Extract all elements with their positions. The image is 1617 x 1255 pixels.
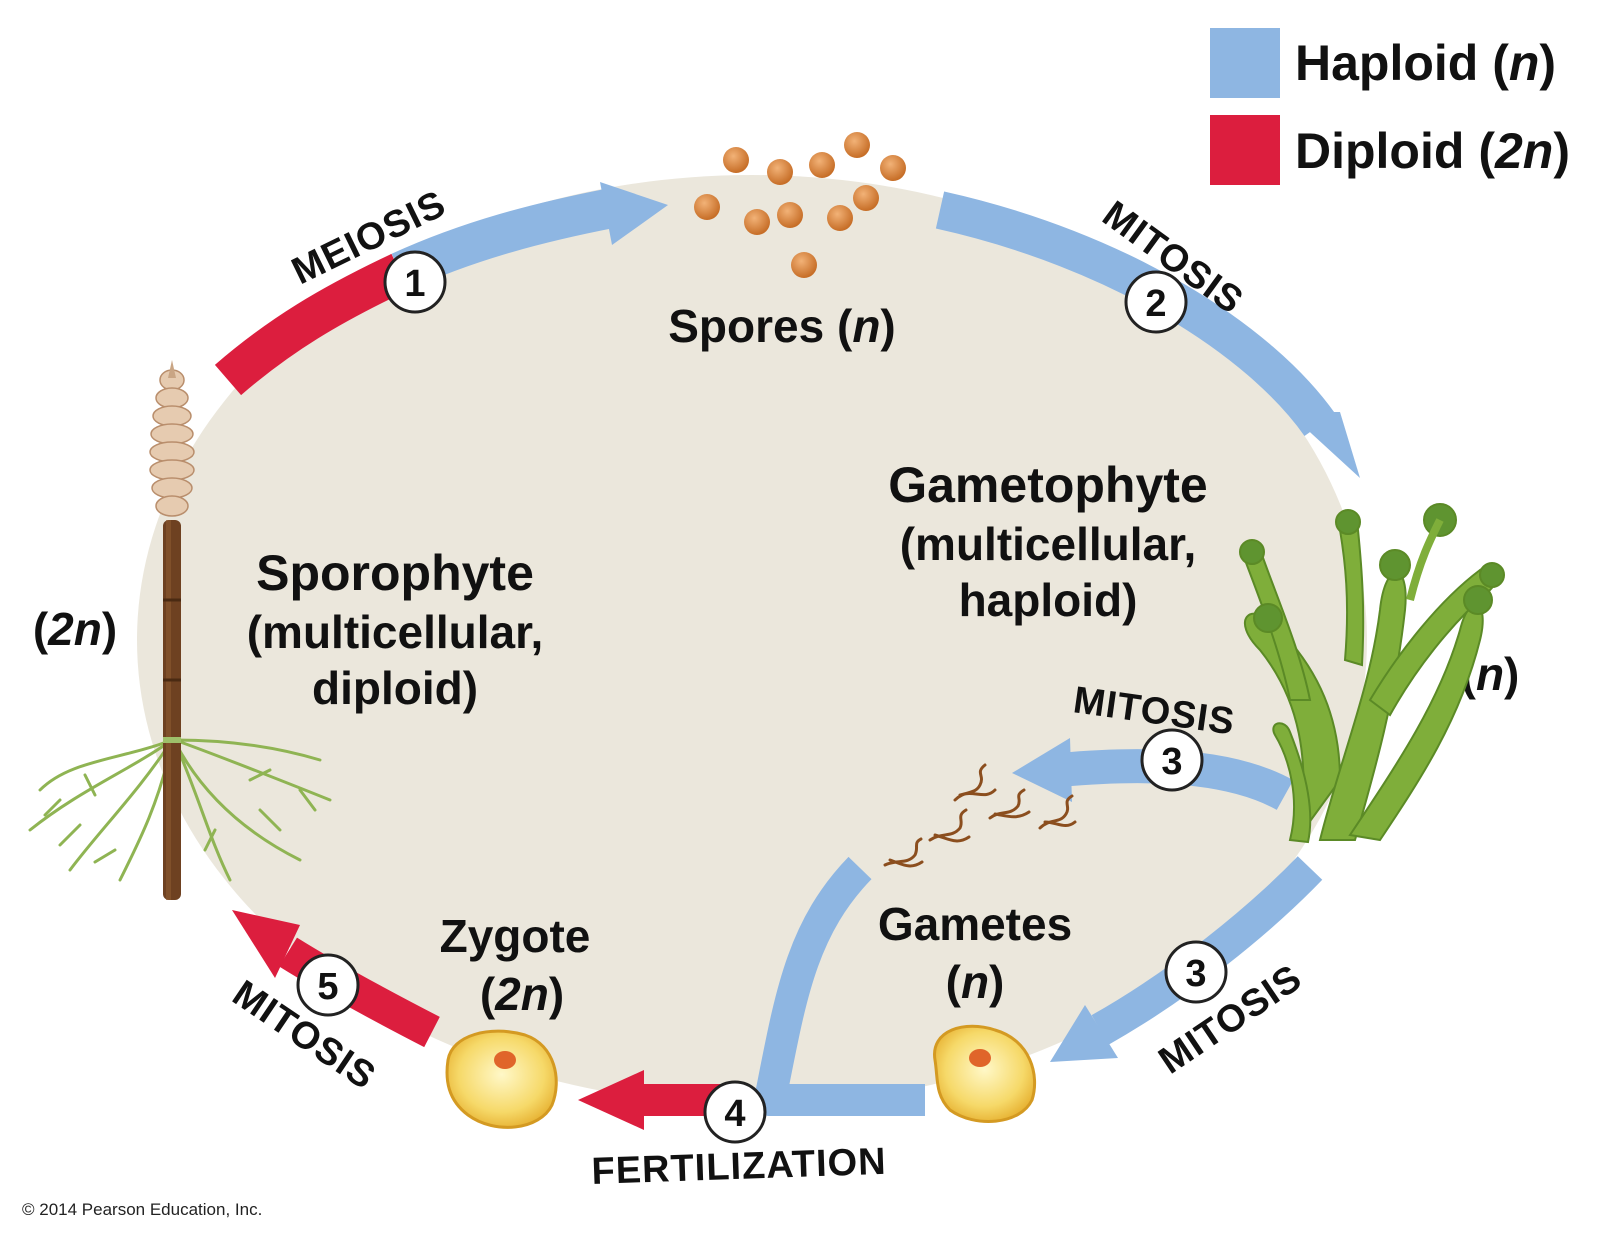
- gametophyte-title: Gametophyte: [888, 457, 1208, 513]
- legend-haploid-label: Haploid (n): [1295, 35, 1556, 91]
- fertilization-sperm-path: [754, 856, 925, 1116]
- meiosis-arrow-diploid-segment: [214, 253, 409, 396]
- step-3-lower-badge: 3: [1164, 940, 1228, 1004]
- zygote-label: Zygote (2n): [440, 910, 591, 1020]
- step-3-upper-number: 3: [1161, 741, 1182, 783]
- egg-cell-icon: [933, 1024, 1037, 1123]
- fertilization-label: FERTILIZATION: [591, 1141, 887, 1193]
- mitosis-arrow-2-head: [1288, 412, 1360, 478]
- step-5-number: 5: [317, 966, 338, 1008]
- zygote-name: Zygote: [440, 910, 591, 962]
- step-2-badge: 2: [1124, 270, 1188, 334]
- step-3-lower-number: 3: [1185, 953, 1206, 995]
- gametes-name: Gametes: [878, 898, 1072, 950]
- mitosis-arrow-3-lower-head: [1050, 1005, 1118, 1062]
- step-5-badge: 5: [296, 953, 360, 1017]
- step-4-badge: 4: [703, 1080, 767, 1144]
- step-1-badge: 1: [383, 250, 447, 314]
- copyright-text: © 2014 Pearson Education, Inc.: [22, 1200, 262, 1219]
- step-4-number: 4: [724, 1093, 745, 1135]
- fertilization-arrow-head: [578, 1070, 644, 1130]
- step-3-upper-badge: 3: [1140, 728, 1204, 792]
- zygote-ploidy: (2n): [480, 968, 564, 1020]
- gametophyte-line2: haploid): [959, 574, 1138, 626]
- step-2-number: 2: [1145, 283, 1166, 325]
- sporophyte-plant-icon: [28, 360, 332, 900]
- gametophyte-label: Gametophyte (multicellular, haploid): [888, 457, 1208, 626]
- gametes-ploidy: (n): [946, 956, 1005, 1008]
- gametophyte-line1: (multicellular,: [900, 518, 1197, 570]
- meiosis-arrow-head: [600, 182, 668, 245]
- legend-haploid-swatch: [1210, 28, 1280, 98]
- gametophyte-plant-icon: [1239, 503, 1505, 844]
- sporophyte-title: Sporophyte: [256, 545, 534, 601]
- sporophyte-line2: diploid): [312, 662, 478, 714]
- legend-diploid-swatch: [1210, 115, 1280, 185]
- sporophyte-label: Sporophyte (multicellular, diploid): [247, 545, 544, 714]
- step-1-number: 1: [404, 263, 425, 305]
- spore-cluster-icon: [694, 132, 906, 278]
- spores-label: Spores (n): [668, 300, 896, 352]
- gametes-label: Gametes (n): [878, 898, 1072, 1008]
- legend: Haploid (n) Diploid (2n): [1210, 28, 1570, 185]
- mitosis-arrow-5-head: [232, 910, 300, 978]
- sperm-cells-icon: [883, 763, 1077, 868]
- mitosis-arrow-3-upper-head: [1012, 738, 1072, 802]
- sporophyte-ploidy-label: (2n): [33, 603, 117, 655]
- legend-diploid-label: Diploid (2n): [1295, 123, 1570, 179]
- zygote-cell-icon: [445, 1029, 558, 1129]
- cycle-background-oval: [137, 175, 1367, 1105]
- sporophyte-line1: (multicellular,: [247, 606, 544, 658]
